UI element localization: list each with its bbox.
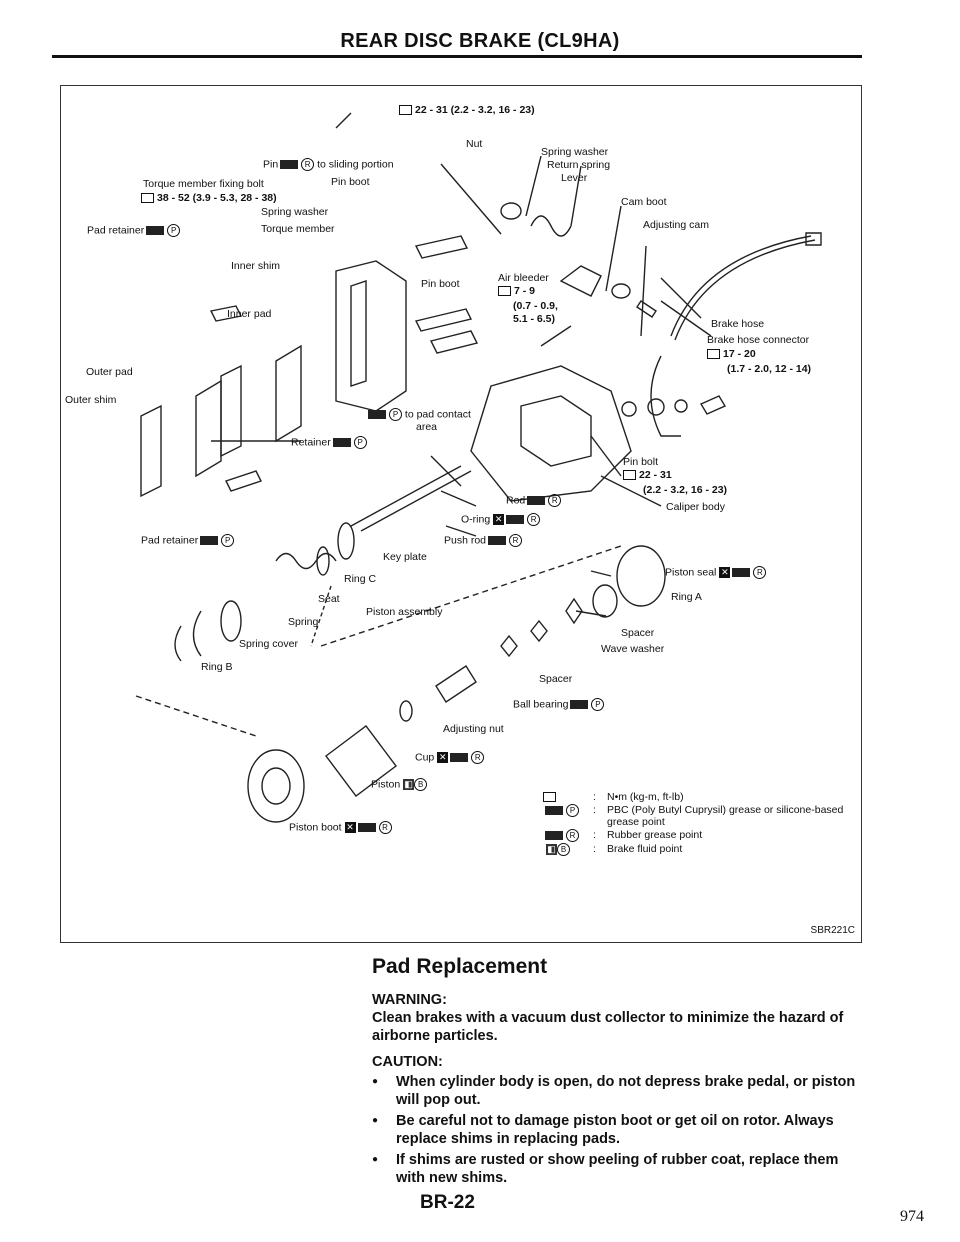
piston-boot-shape <box>247 749 305 823</box>
page-header-title: REAR DISC BRAKE (CL9HA) <box>340 30 620 52</box>
nut-shape <box>500 202 522 220</box>
legend-row: P:PBC (Poly Butyl Cuprysil) grease or si… <box>543 804 847 828</box>
legend-row: :N•m (kg-m, ft-lb) <box>543 791 847 803</box>
label-torque-member-bolt: Torque member fixing bolt <box>143 178 264 190</box>
label-seat: Seat <box>318 593 340 605</box>
caliper-body-shape <box>470 365 632 502</box>
torque-member-shape <box>335 260 407 412</box>
label-piston-seal: Piston seal✕R <box>665 566 767 579</box>
label-o-ring: O-ring✕R <box>461 513 541 526</box>
label-spring-washer-top: Spring washer <box>541 146 609 158</box>
label-lever: Lever <box>561 172 588 184</box>
warning-text: Clean brakes with a vacuum dust collecto… <box>372 1010 844 1044</box>
legend-row: ◧B:Brake fluid point <box>546 843 683 856</box>
list-item: If shims are rusted or show peeling of r… <box>372 1151 862 1187</box>
label-piston-boot: Piston boot✕R <box>289 821 392 834</box>
label-air-bleeder-spec2: (0.7 - 0.9, <box>513 300 558 312</box>
label-adjusting-nut: Adjusting nut <box>443 723 504 735</box>
list-item: When cylinder body is open, do not depre… <box>372 1073 862 1109</box>
outer-pad-shape <box>195 379 222 478</box>
label-cam-boot: Cam boot <box>621 196 667 208</box>
brake-fluid-icon: ◧ <box>546 844 557 855</box>
pad-replacement-section: Pad Replacement WARNING: Clean brakes wi… <box>372 955 862 1190</box>
label-to-pad-contact: P to pad contact <box>366 408 471 421</box>
label-key-plate: Key plate <box>383 551 427 563</box>
label-spring-washer: Spring washer <box>261 206 329 218</box>
outer-shim-shape <box>140 404 162 498</box>
torque-icon <box>543 792 556 803</box>
figure-legend: :N•m (kg-m, ft-lb) P:PBC (Poly Butyl Cup… <box>543 791 847 857</box>
push-rod-shape <box>350 465 462 527</box>
label-spacer-2: Spacer <box>539 673 573 685</box>
label-brake-hose-connector-spec2: (1.7 - 2.0, 12 - 14) <box>727 363 812 375</box>
label-nut: Nut <box>466 138 483 150</box>
list-item: Be careful not to damage piston boot or … <box>372 1112 862 1148</box>
label-cup: Cup✕R <box>415 751 485 764</box>
label-torque-member: Torque member <box>261 223 335 235</box>
return-spring-shape <box>530 215 572 237</box>
label-pin-boot-top: Pin boot <box>331 176 370 188</box>
label-return-spring: Return spring <box>547 159 611 171</box>
label-ring-a: Ring A <box>671 591 702 603</box>
label-pin-bolt-spec1: 22 - 31 <box>623 469 672 481</box>
header-rule <box>52 55 862 58</box>
spring-shape <box>275 552 337 570</box>
label-brake-hose-connector-spec1: 17 - 20 <box>707 348 756 360</box>
warning-label: WARNING: <box>372 992 447 1008</box>
label-caliper-body: Caliper body <box>666 501 725 513</box>
inner-pad-shape <box>275 344 302 443</box>
page-code: BR-22 <box>420 1192 475 1213</box>
caution-list: When cylinder body is open, do not depre… <box>372 1073 862 1187</box>
label-spacer-1: Spacer <box>621 627 655 639</box>
spring-cover-shape <box>220 600 242 642</box>
figure-id: SBR221C <box>810 925 855 936</box>
exploded-view-figure: 22 - 31 (2.2 - 3.2, 16 - 23) Nut Spring … <box>60 85 862 943</box>
label-ring-b: Ring B <box>201 661 233 673</box>
pin-shape <box>414 235 469 259</box>
label-top-torque: 22 - 31 (2.2 - 3.2, 16 - 23) <box>399 104 535 116</box>
section-title: Pad Replacement <box>372 955 548 978</box>
caution-label: CAUTION: <box>372 1054 443 1070</box>
ball-bearing-shape <box>435 665 477 703</box>
label-pin-bolt-spec2: (2.2 - 3.2, 16 - 23) <box>643 484 728 496</box>
label-torque-member-bolt-spec: 38 - 52 (3.9 - 5.3, 28 - 38) <box>141 192 277 204</box>
label-area: area <box>416 421 438 433</box>
label-brake-hose-connector: Brake hose connector <box>707 334 810 346</box>
brake-exploded-diagram <box>135 112 822 823</box>
grease-icon <box>545 806 563 815</box>
label-piston-assembly: Piston assembly <box>366 606 443 618</box>
legend-row: R:Rubber grease point <box>543 829 847 842</box>
brake-hose-shape <box>670 235 812 337</box>
label-piston: Piston◧B <box>371 778 428 791</box>
label-spring-cover: Spring cover <box>239 638 298 650</box>
label-air-bleeder: Air bleeder <box>498 272 549 284</box>
page-number: 974 <box>900 1208 924 1225</box>
label-ring-c: Ring C <box>344 573 377 585</box>
label-pin-bolt: Pin bolt <box>623 456 659 468</box>
label-outer-pad: Outer pad <box>86 366 133 378</box>
label-brake-hose: Brake hose <box>711 318 765 330</box>
lever-shape <box>559 265 602 297</box>
label-spring: Spring <box>288 616 319 628</box>
piston-seal-shape <box>616 545 666 607</box>
label-adjusting-cam: Adjusting cam <box>643 219 709 231</box>
label-pin-boot-mid: Pin boot <box>421 278 460 290</box>
label-wave-washer: Wave washer <box>601 643 665 655</box>
label-inner-shim: Inner shim <box>231 260 281 272</box>
label-air-bleeder-spec3: 5.1 - 6.5) <box>513 313 556 325</box>
label-inner-pad: Inner pad <box>227 308 272 320</box>
piston-shape <box>325 725 397 797</box>
label-air-bleeder-spec1: 7 - 9 <box>498 285 535 297</box>
label-outer-shim: Outer shim <box>65 394 117 406</box>
